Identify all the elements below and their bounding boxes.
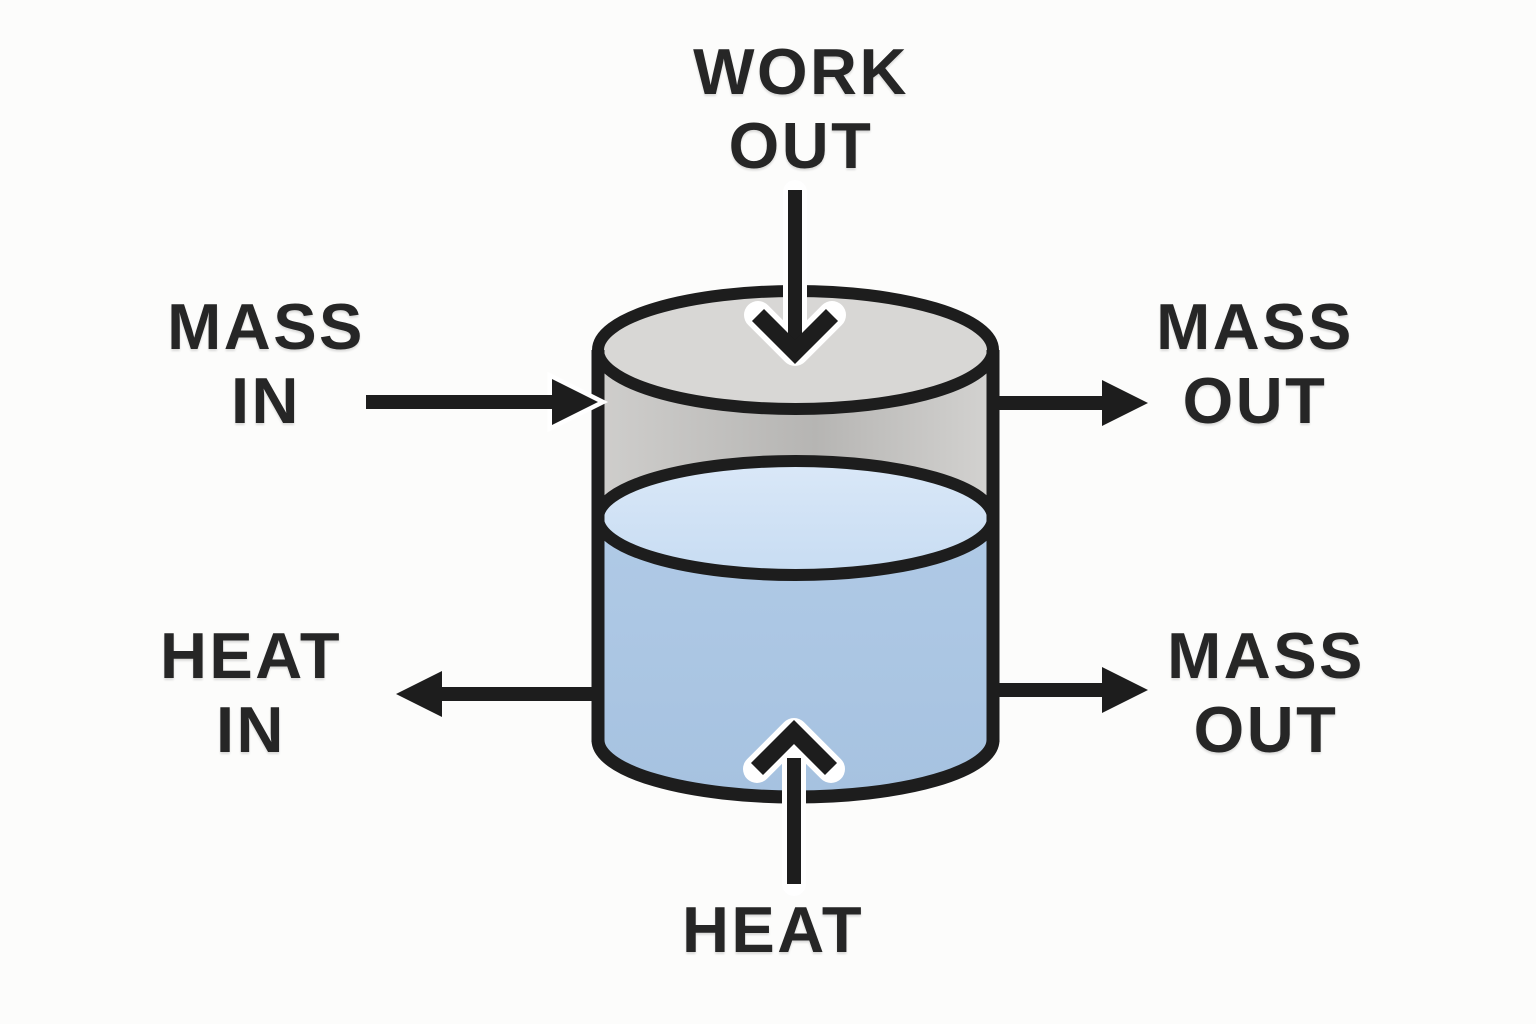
mass-in-arrow	[366, 371, 609, 433]
label-heat-in-line1: HEAT	[159, 619, 343, 692]
right-triangle-arrowhead-icon	[1102, 667, 1148, 713]
label-heat-in-line2: IN	[216, 693, 286, 766]
label-mass-out-bottom: MASS OUT	[1167, 619, 1365, 767]
label-mass-in: MASS IN	[167, 290, 365, 438]
label-work-out: WORK OUT	[693, 35, 909, 183]
liquid-surface-ellipse	[592, 455, 999, 581]
label-heat-in: HEAT IN	[160, 619, 342, 767]
liquid-body	[598, 518, 993, 797]
right-triangle-arrowhead-icon	[1102, 380, 1148, 426]
down-chevron-arrowhead-icon	[751, 308, 839, 365]
label-mass-out-bottom-line2: OUT	[1193, 693, 1339, 766]
label-mass-out-top: MASS OUT	[1156, 290, 1354, 438]
label-mass-out-top-line1: MASS	[1156, 290, 1354, 363]
work-out-arrow	[744, 180, 846, 366]
label-mass-in-line1: MASS	[167, 290, 365, 363]
heat-arrow	[743, 718, 845, 896]
label-work-out-line1: WORK	[693, 35, 909, 108]
label-heat-line1: HEAT	[681, 893, 865, 966]
heat-in-arrow	[396, 671, 600, 717]
label-mass-out-bottom-line1: MASS	[1167, 619, 1365, 692]
label-mass-out-top-line2: OUT	[1182, 364, 1328, 437]
up-chevron-arrowhead-icon	[750, 719, 838, 776]
mass-out-bottom-arrow	[993, 667, 1148, 713]
label-mass-in-line2: IN	[230, 364, 301, 437]
mass-out-top-arrow	[993, 380, 1148, 426]
label-work-out-line2: OUT	[728, 109, 874, 182]
left-triangle-arrowhead-icon	[396, 671, 442, 717]
label-heat: HEAT	[682, 893, 864, 967]
right-triangle-arrowhead-icon	[552, 379, 598, 425]
